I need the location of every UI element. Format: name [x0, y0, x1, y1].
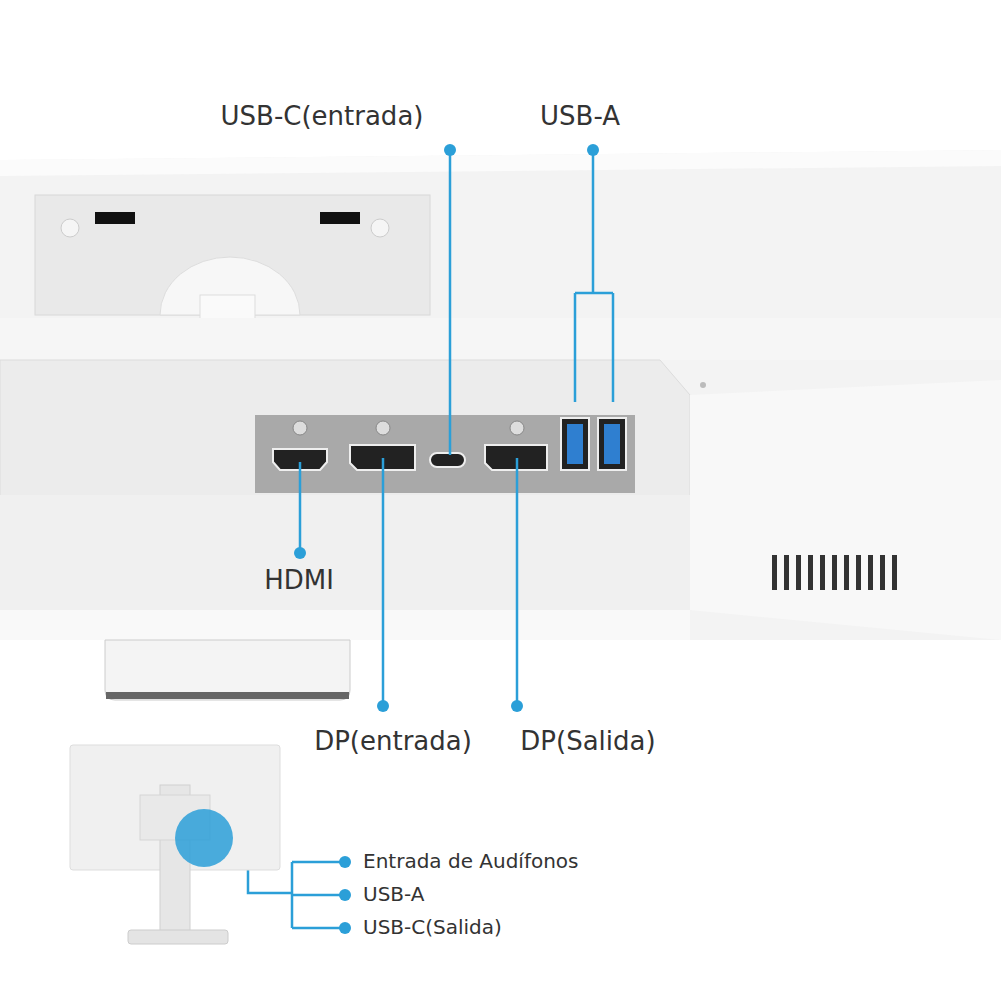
screw — [293, 421, 307, 435]
leader-dot — [377, 700, 389, 712]
usbc-port — [430, 453, 465, 467]
vent — [772, 555, 777, 590]
port-label: DP(entrada) — [314, 728, 472, 754]
stand-base — [105, 640, 350, 700]
vents — [772, 555, 897, 590]
mount-tab — [320, 212, 360, 224]
inset-monitor — [70, 745, 280, 944]
port-label: USB-A — [540, 103, 620, 129]
leader-dot — [587, 144, 599, 156]
leader-dot — [339, 856, 351, 868]
leader-bracket — [248, 862, 345, 928]
vent — [784, 555, 789, 590]
vent — [820, 555, 825, 590]
stand-foot — [105, 640, 350, 700]
leader-line — [449, 150, 452, 455]
screw — [510, 421, 524, 435]
leader-dot — [339, 889, 351, 901]
monitor-back — [0, 150, 1001, 640]
port-label: Entrada de Audífonos — [363, 851, 579, 871]
screw — [376, 421, 390, 435]
vent — [880, 555, 885, 590]
port-label: USB-C(Salida) — [363, 917, 502, 937]
leader-bracket — [575, 150, 613, 402]
leader-dot — [444, 144, 456, 156]
screw-hole — [61, 219, 79, 237]
inset-base — [128, 930, 228, 944]
port-highlight — [175, 809, 233, 867]
usba-tongue — [604, 424, 620, 464]
usba-port — [598, 418, 626, 470]
usba-port — [561, 418, 589, 470]
middle-band — [0, 318, 1001, 360]
top-edge — [0, 150, 1001, 176]
vent — [832, 555, 837, 590]
vent — [796, 555, 801, 590]
monitor-body — [0, 150, 1001, 640]
port-label: DP(Salida) — [520, 728, 655, 754]
leader-dot — [294, 547, 306, 559]
vent — [856, 555, 861, 590]
indicator — [700, 382, 706, 388]
bottom-edge — [0, 610, 690, 640]
usba-tongue — [567, 424, 583, 464]
leader-dot — [511, 700, 523, 712]
stand-shadow — [106, 692, 349, 699]
mount-tab — [95, 212, 135, 224]
port-recess — [0, 360, 690, 610]
port-label: HDMI — [264, 567, 334, 593]
vent — [844, 555, 849, 590]
leader-lines — [248, 150, 613, 928]
leader-dots — [294, 144, 599, 934]
vent — [868, 555, 873, 590]
leader-line — [516, 458, 519, 706]
port-panel — [255, 415, 635, 493]
right-side — [690, 380, 1001, 640]
leader-dot — [339, 922, 351, 934]
leader-line — [299, 462, 302, 553]
leader-line — [382, 458, 385, 706]
port-label: USB-C(entrada) — [221, 103, 424, 129]
port-label: USB-A — [363, 884, 425, 904]
recess-floor — [0, 495, 690, 610]
screw-hole — [371, 219, 389, 237]
vent — [892, 555, 897, 590]
vent — [808, 555, 813, 590]
panel — [255, 415, 635, 493]
